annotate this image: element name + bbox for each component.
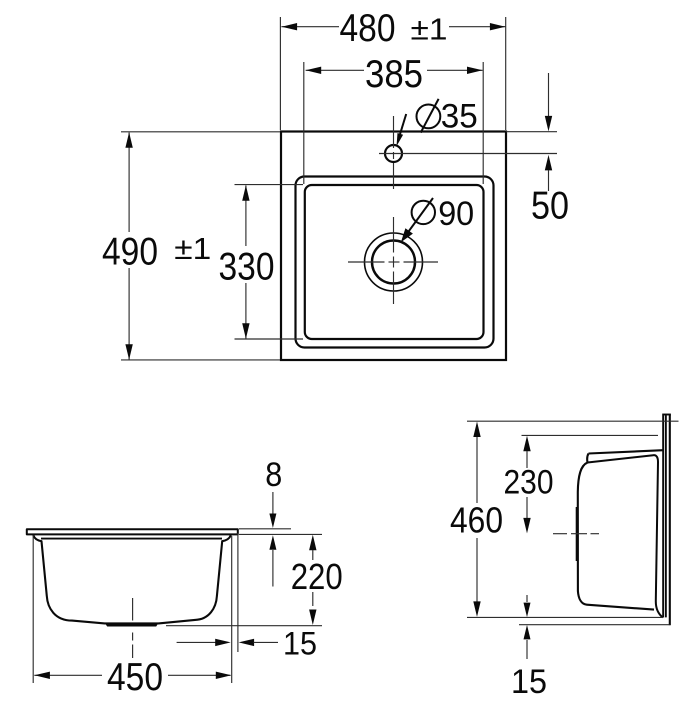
svg-text:450: 450: [107, 656, 163, 699]
svg-text:±1: ±1: [174, 231, 211, 266]
svg-text:230: 230: [504, 464, 554, 502]
svg-text:±1: ±1: [411, 12, 448, 47]
svg-text:460: 460: [450, 500, 503, 541]
svg-text:35: 35: [441, 98, 478, 136]
svg-text:15: 15: [511, 663, 547, 700]
svg-text:385: 385: [365, 53, 423, 96]
svg-text:15: 15: [283, 626, 317, 662]
svg-text:480: 480: [340, 7, 396, 50]
svg-text:8: 8: [265, 456, 282, 494]
svg-text:490: 490: [102, 231, 158, 274]
svg-text:90: 90: [438, 195, 474, 233]
svg-text:330: 330: [219, 245, 275, 288]
svg-text:220: 220: [291, 556, 343, 597]
svg-text:50: 50: [531, 185, 569, 228]
